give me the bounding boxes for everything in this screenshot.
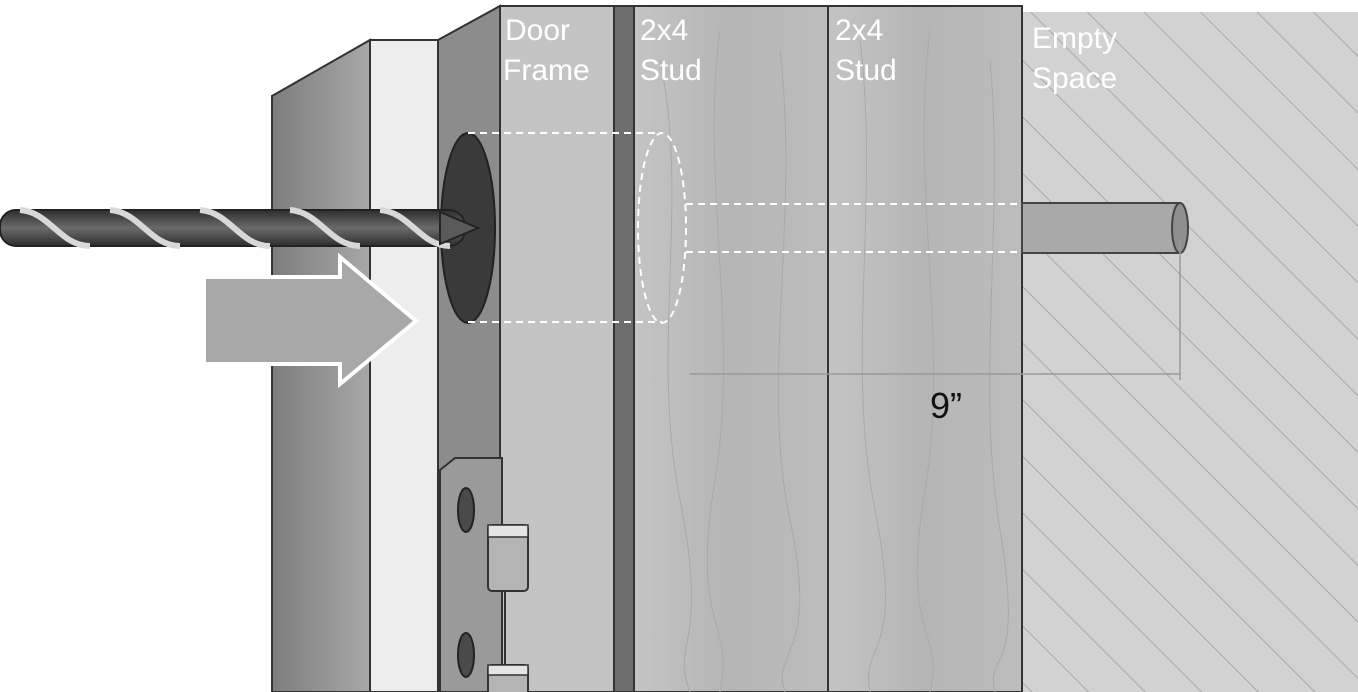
hole-path-outline [468,132,1022,324]
door-frame-label-line1: Door [505,14,570,47]
stud-1 [633,5,829,692]
door-frame-label-line2: Frame [503,54,590,87]
stud-2-label-line2: Stud [835,54,897,87]
stud-2 [827,5,1023,692]
empty-space-region [1022,12,1358,692]
stud-1-label-line1: 2x4 [640,14,688,47]
empty-space-label-line2: Space [1032,62,1117,95]
hinge-icon [439,457,529,692]
measurement-line [690,240,1181,380]
stud-1-label-line2: Stud [640,54,702,87]
drill-rod-exit [1021,202,1189,254]
stud-2-label-line1: 2x4 [835,14,883,47]
measurement-label: 9” [930,385,962,426]
drill-bit-icon [0,207,481,249]
push-direction-arrow-icon [202,252,420,389]
empty-space-label-line1: Empty [1032,22,1117,55]
